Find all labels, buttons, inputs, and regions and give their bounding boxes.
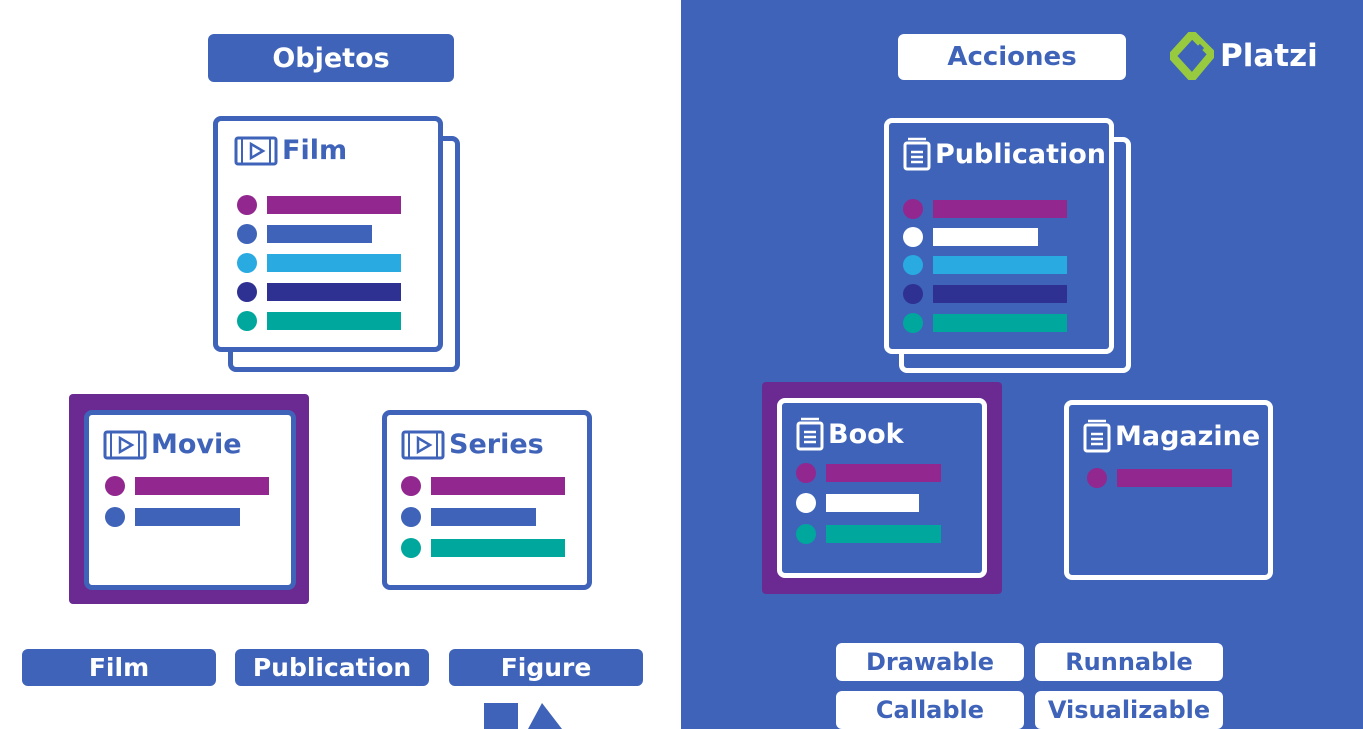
tag-runnable: Runnable [1035,643,1223,681]
platzi-logo-icon [1170,32,1214,80]
film-icon [103,430,147,459]
magazine-card-title: Magazine [1083,419,1260,453]
objetos-header: Objetos [208,34,454,82]
series-title-text: Series [449,429,544,460]
platzi-logo: Platzi [1170,32,1318,80]
film-card: Film [213,116,443,352]
series-card-title: Series [401,429,544,460]
film-title-text: Film [282,135,348,166]
document-icon [1083,419,1111,453]
magazine-card: Magazine [1064,400,1273,580]
tag-visualizable: Visualizable [1035,691,1223,729]
magazine-title-text: Magazine [1115,420,1261,452]
series-card: Series [382,410,592,590]
book-card-title: Book [796,417,904,451]
document-icon [903,137,931,171]
publication-card-title: Publication [903,137,1106,171]
acciones-header: Acciones [898,34,1126,80]
movie-title-text: Movie [151,429,242,460]
film-icon [401,430,445,459]
platzi-logo-text: Platzi [1220,38,1318,74]
tag-publication: Publication [235,649,429,686]
tag-figure: Figure [449,649,643,686]
publication-card: Publication [884,118,1114,354]
book-card: Book [777,398,987,578]
triangle-icon [528,703,562,729]
movie-card-title: Movie [103,429,242,460]
document-icon [796,417,824,451]
film-icon [234,136,278,165]
tag-drawable: Drawable [836,643,1024,681]
film-card-title: Film [234,135,347,166]
square-icon [484,703,518,729]
publication-title-text: Publication [935,138,1107,170]
tag-film: Film [22,649,216,686]
book-title-text: Book [828,418,904,450]
movie-card: Movie [84,410,296,590]
tag-callable: Callable [836,691,1024,729]
